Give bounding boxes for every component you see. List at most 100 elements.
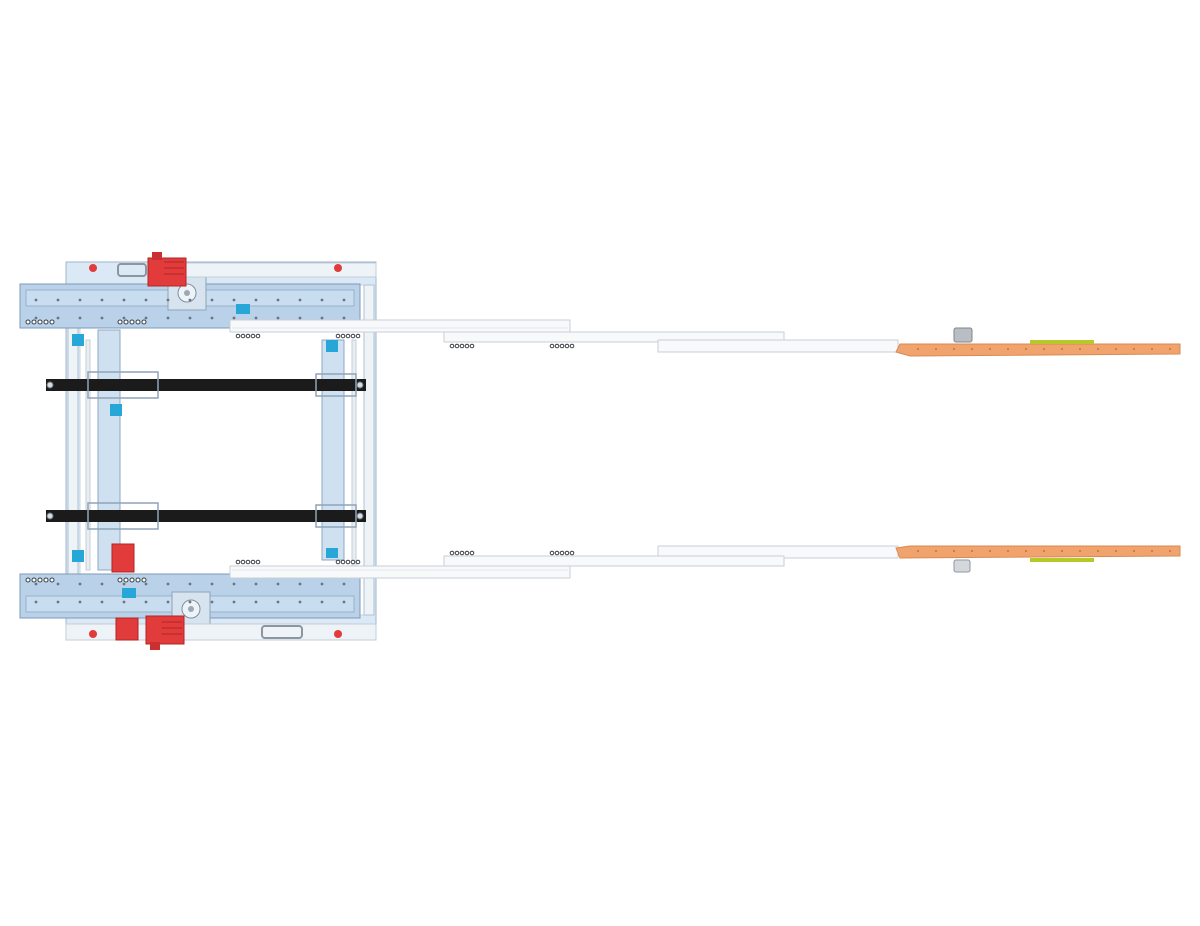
roller-link	[449, 343, 455, 349]
roller-link	[345, 333, 351, 339]
copper-plate	[895, 545, 1181, 559]
rail-stage-1	[229, 565, 571, 579]
plate-rivet	[1061, 348, 1063, 350]
hardware-details	[25, 298, 1171, 604]
bearing-link	[135, 577, 141, 583]
roller-link	[559, 550, 565, 556]
plate-rivet	[1097, 348, 1099, 350]
bolt-hole	[254, 298, 258, 302]
bolt-hole	[34, 600, 38, 604]
bolt-hole	[100, 316, 104, 320]
bolt-hole	[210, 582, 214, 586]
roller-link	[250, 559, 256, 565]
fork-connector	[953, 559, 971, 573]
plate-rivet	[1043, 550, 1045, 552]
bolt-hole	[320, 316, 324, 320]
right-vertical-rail	[363, 284, 375, 616]
plate-rivet	[989, 550, 991, 552]
roller-link	[469, 343, 475, 349]
roller-link	[335, 559, 341, 565]
bolt-hole	[276, 582, 280, 586]
roller-link	[350, 559, 356, 565]
roller-link	[454, 550, 460, 556]
bolt-hole	[298, 582, 302, 586]
roller-link	[459, 550, 465, 556]
bolt-hole	[34, 316, 38, 320]
roller-link	[240, 559, 246, 565]
crossbar-end-cap	[356, 512, 364, 520]
bolt-hole	[320, 298, 324, 302]
bolt-hole	[144, 298, 148, 302]
motor-shaft	[150, 642, 160, 650]
crossbar-clamp-ll	[87, 502, 159, 530]
bearing-link	[135, 319, 141, 325]
bolt-hole	[232, 316, 236, 320]
roller-link	[355, 333, 361, 339]
roller-link	[235, 333, 241, 339]
plate-rivet	[1133, 348, 1135, 350]
fork-connector	[953, 327, 973, 343]
crossbar-upper	[46, 379, 366, 391]
crossbar-clamp-lr	[315, 504, 357, 528]
top-bearing-center	[184, 290, 190, 296]
crossbar-end-cap	[356, 381, 364, 389]
roller-link	[469, 550, 475, 556]
bolt-hole	[144, 582, 148, 586]
bolt-hole	[254, 582, 258, 586]
bolt-hole	[144, 316, 148, 320]
roller-link	[464, 550, 470, 556]
sensor-top-center	[236, 304, 250, 314]
bearing-link	[43, 577, 49, 583]
bolt-hole	[276, 316, 280, 320]
plate-rivet	[1169, 550, 1171, 552]
bearing-link	[49, 577, 55, 583]
bolt-hole	[122, 582, 126, 586]
crossbar-lower	[46, 510, 366, 522]
roller-link	[569, 550, 575, 556]
bolt-hole	[254, 316, 258, 320]
plate-rivet	[1061, 550, 1063, 552]
roller-link	[564, 343, 570, 349]
plate-rivet	[1079, 348, 1081, 350]
roller-link	[554, 343, 560, 349]
plate-rivet	[917, 550, 919, 552]
bolt-hole	[56, 582, 60, 586]
motor-shaft	[152, 252, 162, 260]
roller-link	[250, 333, 256, 339]
plate-rivet	[989, 348, 991, 350]
sensor-bottom-left	[72, 550, 84, 562]
bearing-link	[37, 577, 43, 583]
plate-rivet	[1097, 550, 1099, 552]
bolt-hole	[56, 316, 60, 320]
bolt-hole	[210, 298, 214, 302]
bolt-hole	[232, 582, 236, 586]
roller-link	[245, 559, 251, 565]
plate-rivet	[971, 348, 973, 350]
bolt-hole	[342, 298, 346, 302]
bolt-hole	[342, 316, 346, 320]
rail-stage-2	[443, 555, 785, 567]
roller-link	[345, 559, 351, 565]
bolt-hole	[122, 298, 126, 302]
bolt-hole	[188, 298, 192, 302]
bolt-hole	[34, 582, 38, 586]
roller-link	[459, 343, 465, 349]
bearing-link	[31, 319, 37, 325]
bearing-link	[141, 577, 147, 583]
crossbars	[46, 371, 366, 530]
bearing-link	[43, 319, 49, 325]
red-stop-tl	[89, 264, 97, 272]
bearing-link	[129, 319, 135, 325]
sensor-bottom-center	[122, 588, 136, 598]
plate-rivet	[1079, 550, 1081, 552]
bearing-link	[25, 577, 31, 583]
plate-rivet	[953, 348, 955, 350]
plate-rivet	[953, 550, 955, 552]
bolt-hole	[320, 582, 324, 586]
roller-link	[335, 333, 341, 339]
plate-rivet	[1025, 550, 1027, 552]
roller-link	[355, 559, 361, 565]
plate-rivet	[935, 348, 937, 350]
